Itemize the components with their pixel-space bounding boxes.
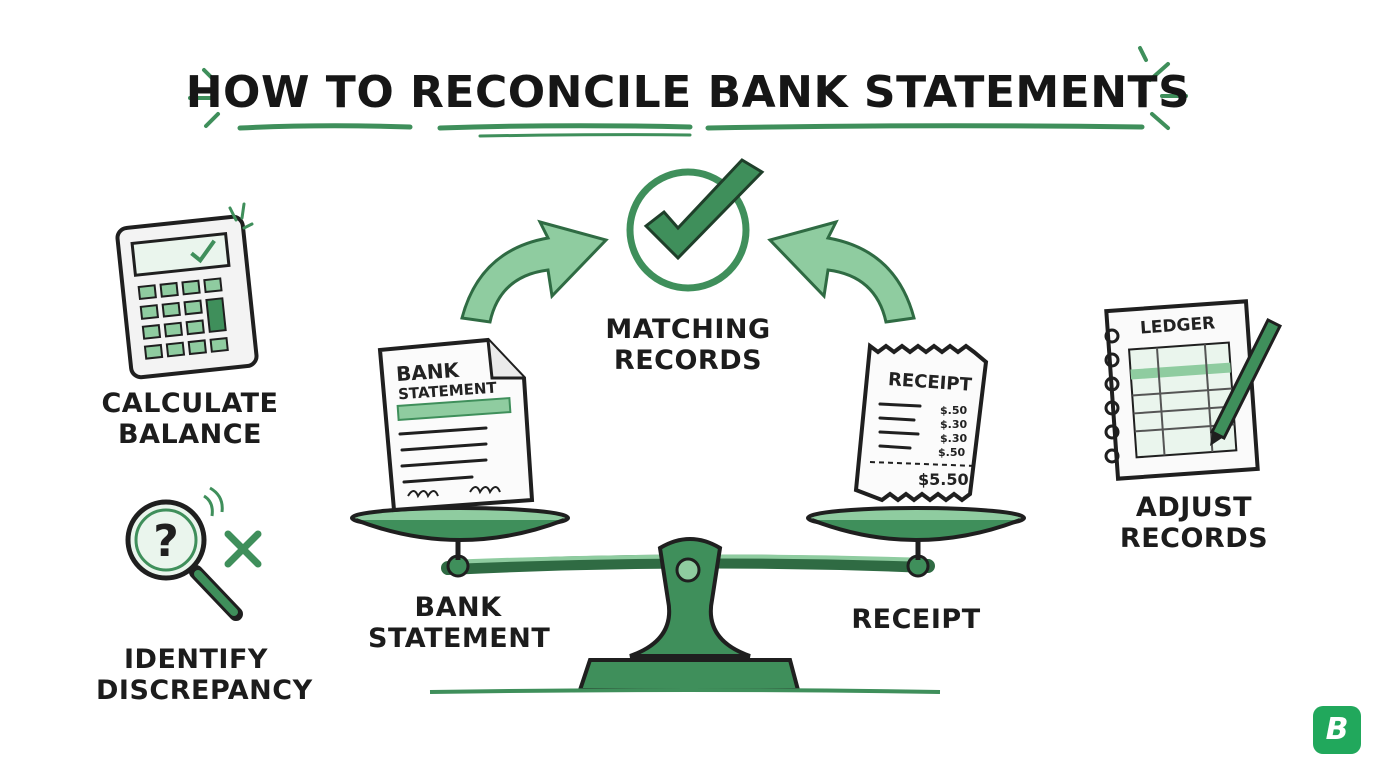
calculator-icon <box>115 202 259 380</box>
label-identify-line1: IDENTIFY <box>124 644 268 675</box>
bank-statement-document <box>377 337 535 513</box>
receipt-document <box>853 342 989 503</box>
label-calculate-line2: BALANCE <box>118 419 262 450</box>
label-calculate-line1: CALCULATE <box>101 388 279 419</box>
title-sparkles <box>188 46 1188 130</box>
label-matching-line2: RECORDS <box>613 345 763 376</box>
label-bank-line2: STATEMENT <box>368 623 551 654</box>
arrow-right-to-check-icon <box>767 219 916 324</box>
label-calculate-balance: CALCULATE BALANCE <box>100 388 280 450</box>
receipt-item-4: $.50 <box>938 446 966 459</box>
title-underline <box>237 123 1145 138</box>
brand-logo: B <box>1313 706 1361 754</box>
receipt-total: $5.50 <box>918 470 969 489</box>
receipt-item-2: $.30 <box>940 418 968 431</box>
ledger-icon <box>1104 299 1283 481</box>
label-identify-line2: DISCREPANCY <box>96 675 313 706</box>
label-matching-line1: MATCHING <box>605 314 771 345</box>
label-adjust-line2: RECORDS <box>1119 523 1269 554</box>
receipt-item-3: $.30 <box>940 432 968 445</box>
check-circle-icon <box>626 158 765 292</box>
svg-text:?: ? <box>153 516 179 567</box>
label-adjust-records: ADJUST RECORDS <box>1104 492 1284 554</box>
label-identify-discrepancy: IDENTIFY DISCREPANCY <box>96 644 313 706</box>
label-receipt: RECEIPT <box>851 604 981 635</box>
page-title: HOW TO RECONCILE BANK STATEMENTS <box>185 67 1191 118</box>
label-bank-statement: BANK STATEMENT <box>368 592 551 654</box>
receipt-item-1: $.50 <box>940 404 968 417</box>
magnifier-question-icon: ? <box>125 486 262 621</box>
label-adjust-line1: ADJUST <box>1135 492 1253 523</box>
label-matching-records: MATCHING RECORDS <box>598 314 778 376</box>
label-bank-line1: BANK <box>414 592 502 623</box>
arrow-left-to-check-icon <box>460 219 609 324</box>
balance-scale-icon <box>350 506 1026 694</box>
